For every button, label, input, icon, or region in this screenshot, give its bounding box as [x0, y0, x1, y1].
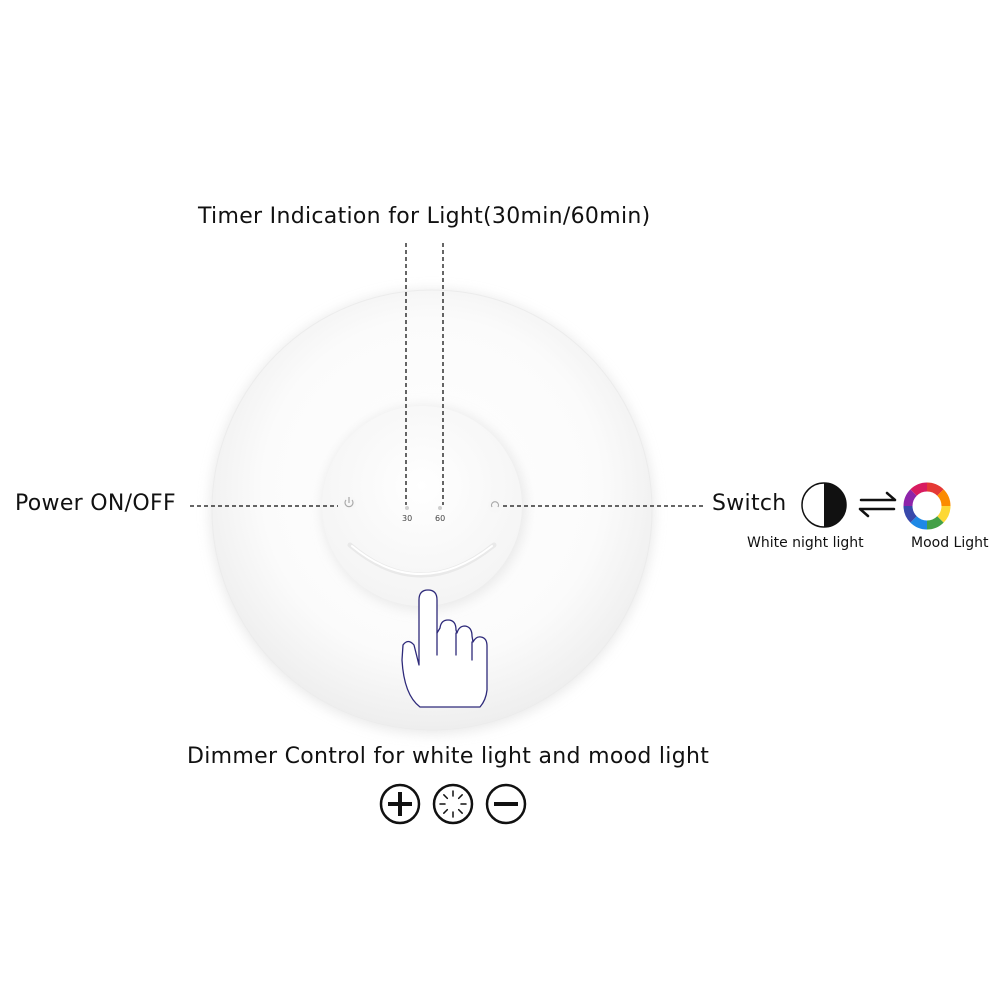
- timer-30-text: 30: [402, 514, 413, 523]
- timer-30-indicator: [405, 506, 409, 510]
- switch-icon: [490, 501, 500, 508]
- minus-icon[interactable]: [485, 783, 527, 825]
- power-label: Power ON/OFF: [15, 491, 176, 516]
- lamp-control-panel: [322, 406, 522, 606]
- finger-tap-icon: [401, 589, 488, 708]
- brightness-tick: [457, 794, 463, 800]
- mood-ring-segment: [903, 505, 917, 523]
- timer-label: Timer Indication for Light(30min/60min): [198, 204, 651, 229]
- mood-light-icon: [903, 482, 951, 530]
- swap-arrows-icon: [858, 491, 897, 518]
- dimmer-label: Dimmer Control for white light and mood …: [187, 744, 710, 769]
- mood-ring-segment: [926, 516, 944, 530]
- brightness-tick: [443, 794, 449, 800]
- mood-ring-segment: [926, 482, 944, 496]
- brightness-tick: [457, 808, 463, 814]
- brightness-tick: [443, 808, 449, 814]
- mood-ring-segment: [910, 516, 928, 530]
- plus-icon[interactable]: [379, 783, 421, 825]
- power-button[interactable]: [342, 496, 356, 510]
- mood-ring-segment: [937, 505, 951, 523]
- mood-ring-segment: [903, 489, 917, 507]
- brightness-icon[interactable]: [432, 783, 474, 825]
- timer-60-text: 60: [435, 514, 446, 523]
- switch-label: Switch: [712, 491, 787, 516]
- mood-ring-segment: [910, 482, 928, 496]
- mood-ring-segment: [937, 489, 951, 507]
- mood-light-label: Mood Light: [911, 535, 989, 551]
- switch-button[interactable]: [488, 499, 502, 513]
- power-icon: [344, 499, 354, 508]
- white-night-light-icon: [801, 482, 847, 528]
- white-night-light-label: White night light: [747, 535, 864, 551]
- timer-60-indicator: [438, 506, 442, 510]
